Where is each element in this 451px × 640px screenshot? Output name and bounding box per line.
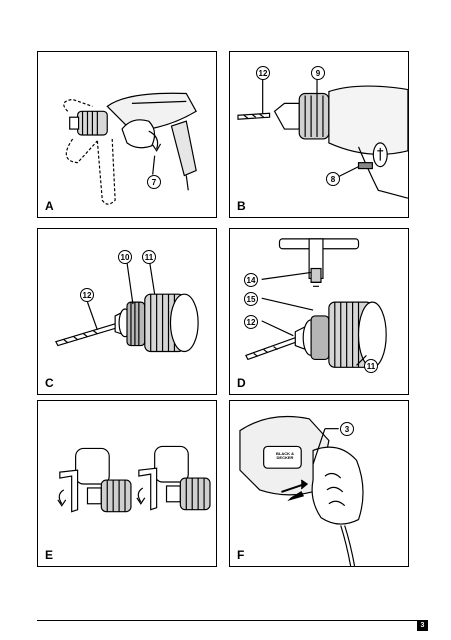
panel-label-e: E: [45, 548, 54, 562]
callout-11: 11: [364, 359, 378, 373]
figure-panel-c: 10 11 12 C: [37, 228, 217, 395]
footer-rule: [37, 620, 424, 621]
figure-panel-a: 7 A: [37, 51, 217, 218]
callout-12: 12: [80, 288, 94, 302]
chuck-illustration-c: [55, 262, 199, 353]
callout-9: 9: [311, 66, 325, 80]
callout-7: 7: [147, 175, 161, 189]
chuck-key-illustration-d: [245, 238, 387, 368]
panel-label-b: B: [237, 199, 246, 213]
callout-12: 12: [256, 66, 270, 80]
callout-15: 15: [244, 292, 258, 306]
panel-label-c: C: [45, 376, 54, 390]
callout-8: 8: [326, 172, 340, 186]
drill-illustration-b: [237, 79, 408, 199]
hex-key-illustration-e: [57, 445, 211, 513]
panel-label-f: F: [237, 548, 245, 562]
callout-3: 3: [340, 422, 354, 436]
panel-label-d: D: [237, 376, 246, 390]
figure-panel-b: 12 9 8 B: [229, 51, 409, 218]
callout-11: 11: [142, 250, 156, 264]
figure-panel-d: 14 15 12 11 D: [229, 228, 409, 395]
panel-label-a: A: [45, 199, 54, 213]
callout-12: 12: [244, 315, 258, 329]
callout-14: 14: [244, 273, 258, 287]
drill-handling-illustration-f: [239, 415, 364, 566]
callout-10: 10: [118, 250, 132, 264]
figure-panel-e: E: [37, 400, 217, 567]
page-number: 3: [417, 620, 428, 631]
figure-panel-f: BLACK & DECKER 3 F: [229, 400, 409, 567]
brand-logo: BLACK & DECKER: [276, 451, 294, 461]
drill-illustration-a: [63, 92, 197, 205]
